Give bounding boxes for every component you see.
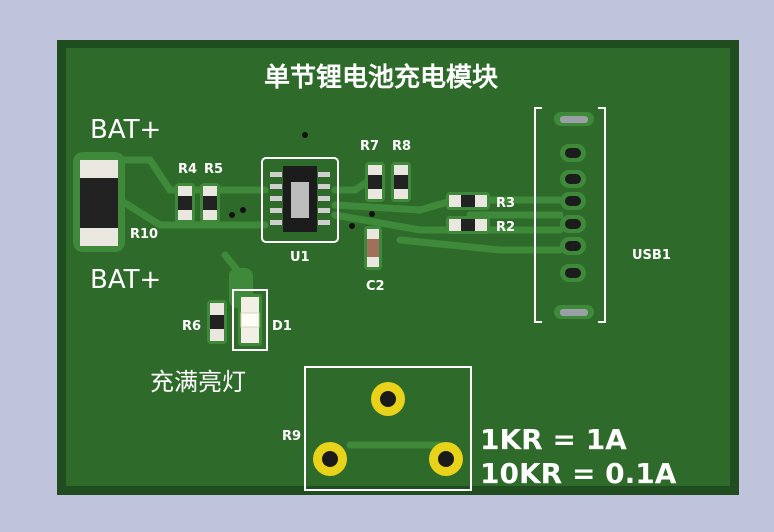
- vias: [229, 132, 375, 229]
- r8-resistor[interactable]: [391, 162, 411, 202]
- u1-label: U1: [290, 250, 310, 265]
- led-caption: 充满亮灯: [150, 368, 246, 396]
- r7-label: R7: [360, 139, 379, 154]
- r9-label: R9: [282, 429, 301, 444]
- r5-resistor[interactable]: [200, 183, 220, 223]
- note-line-1: 1KR = 1A: [480, 423, 627, 456]
- r4-label: R4: [178, 162, 197, 177]
- r6-resistor[interactable]: [207, 300, 227, 344]
- r7-resistor[interactable]: [365, 162, 385, 202]
- bat-plus-top-label: BAT+: [90, 115, 161, 145]
- usb1-label: USB1: [632, 248, 671, 263]
- r2-label: R2: [496, 220, 515, 235]
- r3-label: R3: [496, 196, 515, 211]
- d1-label: D1: [272, 319, 292, 334]
- r9-potentiometer[interactable]: [304, 366, 472, 491]
- r10-resistor[interactable]: [73, 152, 125, 252]
- r5-label: R5: [204, 162, 223, 177]
- r8-label: R8: [392, 139, 411, 154]
- traces: [116, 156, 564, 449]
- bat-plus-bottom-label: BAT+: [90, 265, 161, 295]
- board-title: 单节锂电池充电模块: [264, 62, 498, 93]
- r6-label: R6: [182, 319, 201, 334]
- d1-led[interactable]: [229, 268, 268, 351]
- c2-label: C2: [366, 279, 385, 294]
- r10-label: R10: [130, 227, 158, 242]
- u1-ic[interactable]: [261, 157, 339, 243]
- r2-resistor[interactable]: [446, 216, 490, 234]
- r3-resistor[interactable]: [446, 192, 490, 210]
- usb1-connector[interactable]: [534, 107, 606, 323]
- c2-capacitor[interactable]: [364, 226, 382, 270]
- note-line-2: 10KR = 0.1A: [480, 457, 677, 490]
- pcb-copper-fill: [66, 48, 730, 486]
- r4-resistor[interactable]: [175, 183, 195, 223]
